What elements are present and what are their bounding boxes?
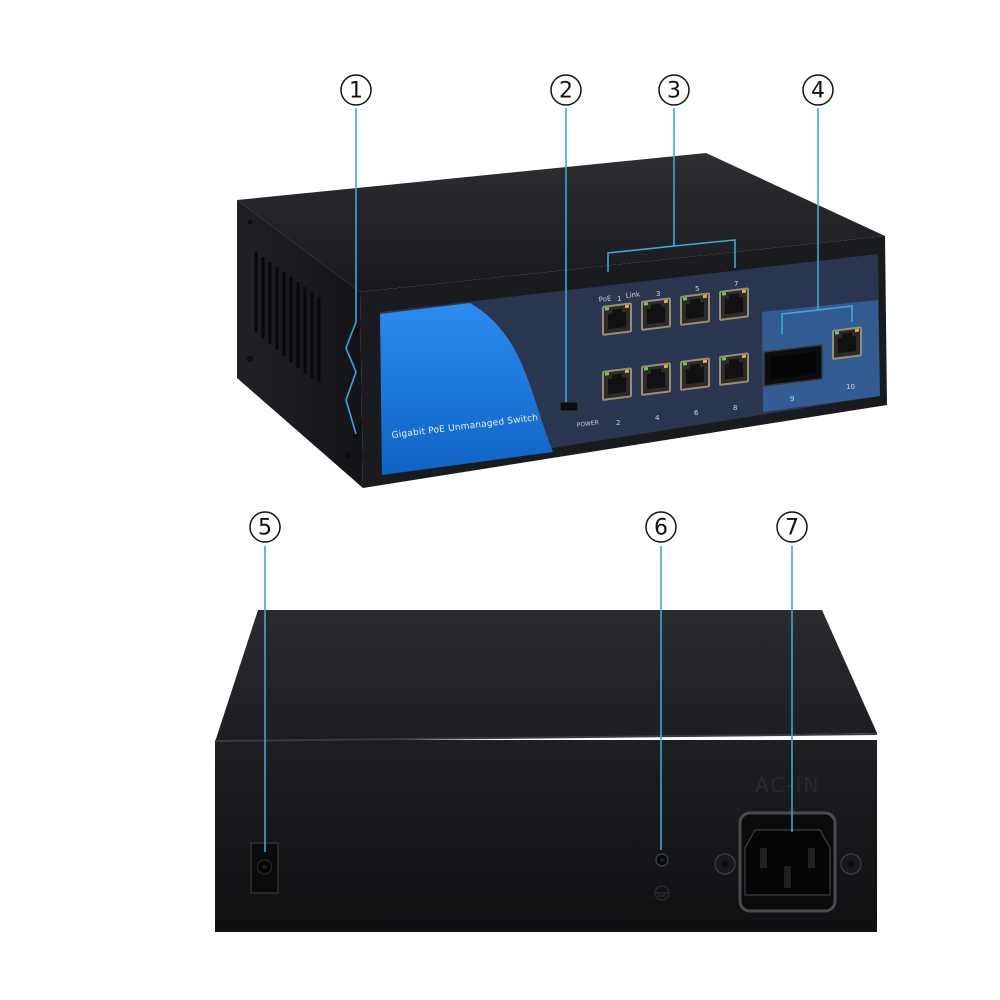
leader-line-4 [781, 108, 819, 334]
port-number-label: 7 [734, 280, 738, 288]
socket-screw [714, 853, 736, 875]
svg-text:3: 3 [667, 79, 681, 104]
uplink-rj45-port[interactable] [832, 326, 862, 360]
callouts: 1 2 3 4 5 6 7 [249, 74, 834, 543]
side-screw [247, 356, 253, 362]
uplink-number-label: 10 [846, 383, 855, 391]
callout-3: 3 [658, 74, 690, 106]
callout-1: 1 [340, 74, 372, 106]
callout-5: 5 [249, 511, 281, 543]
rj45-port[interactable] [641, 297, 671, 331]
port-number-label: 2 [616, 419, 620, 427]
svg-text:1: 1 [349, 79, 363, 104]
port-number-label: 6 [694, 409, 699, 417]
svg-text:5: 5 [258, 516, 272, 541]
rj45-port[interactable] [602, 367, 632, 401]
side-screw [247, 219, 253, 225]
port-number-label: 1 [617, 295, 621, 303]
rj45-port[interactable] [680, 292, 710, 326]
port-number-label: 3 [656, 290, 660, 298]
front-screw [345, 452, 351, 458]
front-switch-top [237, 153, 885, 292]
port-number-label: 4 [655, 414, 660, 422]
rear-switch: AC-IN [214, 610, 878, 932]
brand-wave [380, 303, 553, 475]
link-label: Link [625, 290, 641, 300]
callout-6: 6 [645, 511, 677, 543]
rj45-port[interactable] [641, 362, 671, 396]
rj45-port[interactable] [602, 302, 632, 336]
rj45-port[interactable] [719, 287, 749, 321]
port-number-label: 5 [695, 285, 699, 293]
callout-2: 2 [550, 74, 582, 106]
leader-line-4b [817, 305, 853, 322]
leader-line-3b [673, 239, 736, 268]
ground-screw [654, 853, 670, 901]
leader-line-1 [345, 108, 357, 435]
svg-text:7: 7 [785, 516, 799, 541]
ac-power-socket[interactable] [738, 811, 837, 913]
ac-in-label: AC-IN [755, 773, 820, 797]
rj45-port[interactable] [719, 352, 749, 386]
poe-label: PoE [598, 294, 612, 303]
leader-lines [264, 108, 853, 852]
svg-text:4: 4 [811, 79, 825, 104]
front-screw [353, 433, 359, 439]
leader-line-3 [607, 108, 675, 272]
port-number-label: 8 [733, 404, 737, 412]
sfp-slot[interactable] [763, 344, 823, 387]
socket-screw [840, 853, 862, 875]
power-button[interactable] [559, 401, 579, 412]
dc-power-jack[interactable] [250, 842, 279, 894]
power-label: POWER [576, 419, 599, 429]
svg-text:6: 6 [654, 516, 668, 541]
callout-7: 7 [776, 511, 808, 543]
rj45-port[interactable] [680, 357, 710, 391]
side-vents [254, 252, 321, 382]
callout-4: 4 [802, 74, 834, 106]
sfp-number-label: 9 [790, 395, 794, 403]
front-screw [353, 328, 359, 334]
front-switch: Gigabit PoE Unmanaged Switch POWER PoE L… [237, 153, 887, 488]
rear-switch-top [215, 610, 877, 742]
svg-text:2: 2 [559, 79, 573, 104]
